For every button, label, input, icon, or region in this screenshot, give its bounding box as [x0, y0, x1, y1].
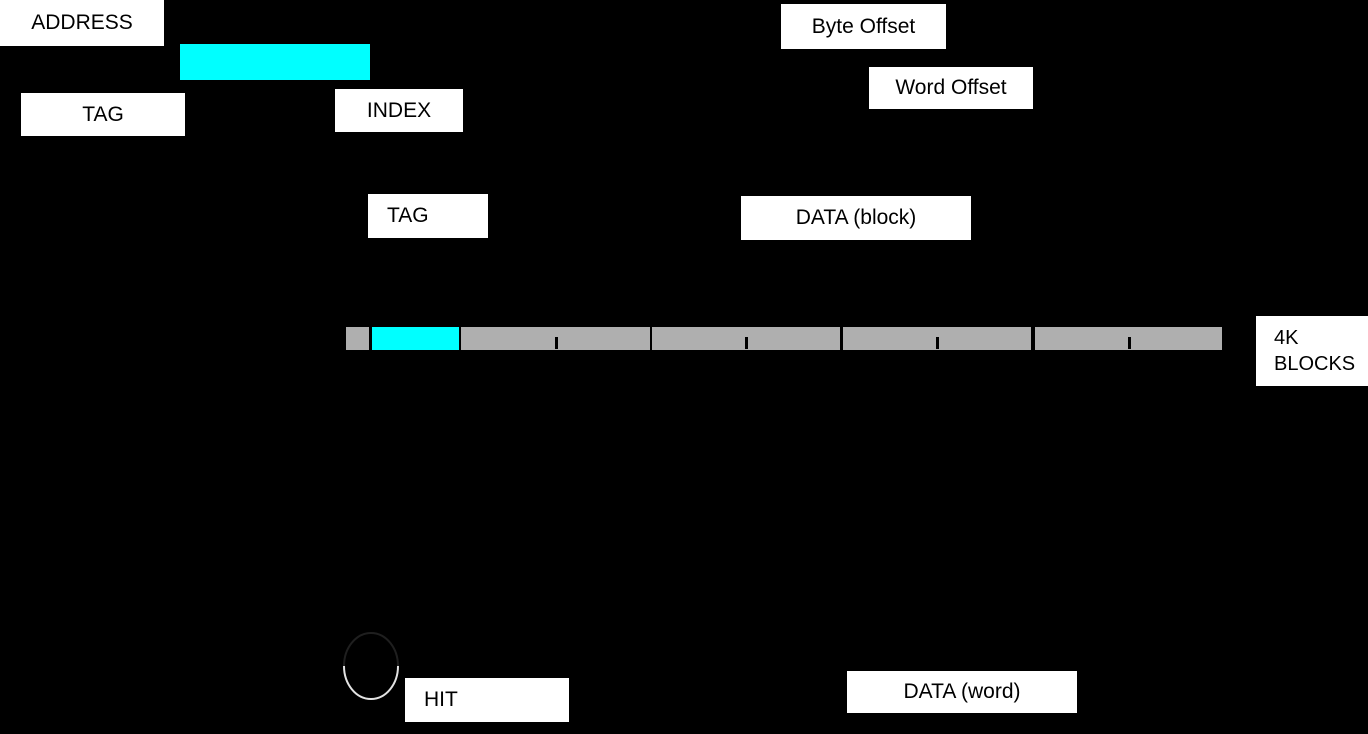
bar-segment-highlighted [372, 327, 459, 350]
address-highlight-field [180, 44, 370, 80]
address-index-label-box: INDEX [335, 89, 463, 132]
bar-segment [461, 327, 650, 350]
blocks-count-line2: BLOCKS [1274, 353, 1356, 375]
blocks-bar [0, 327, 1368, 350]
bar-half-block-tick [1127, 337, 1131, 349]
bar-half-block-tick [554, 337, 558, 349]
cache-data-block-label-box: DATA (block) [741, 196, 971, 240]
blocks-count-label-box: 4K BLOCKS [1256, 316, 1368, 386]
comparator-circle-icon [343, 632, 399, 700]
bar-segment [843, 327, 1031, 350]
bar-segment [346, 327, 369, 350]
cache-tag-label-box: TAG [368, 194, 488, 238]
bar-segment [652, 327, 840, 350]
word-offset-label-box: Word Offset [869, 67, 1033, 109]
bar-half-block-tick [936, 337, 939, 349]
hit-label-box: HIT [405, 678, 569, 722]
blocks-count-line1: 4K [1274, 327, 1299, 349]
byte-offset-label-box: Byte Offset [781, 4, 946, 49]
bar-segment [1035, 327, 1222, 350]
bar-half-block-tick [745, 337, 748, 349]
address-tag-label-box: TAG [21, 93, 185, 136]
data-word-label-box: DATA (word) [847, 671, 1077, 713]
address-label-box: ADDRESS [0, 0, 164, 46]
